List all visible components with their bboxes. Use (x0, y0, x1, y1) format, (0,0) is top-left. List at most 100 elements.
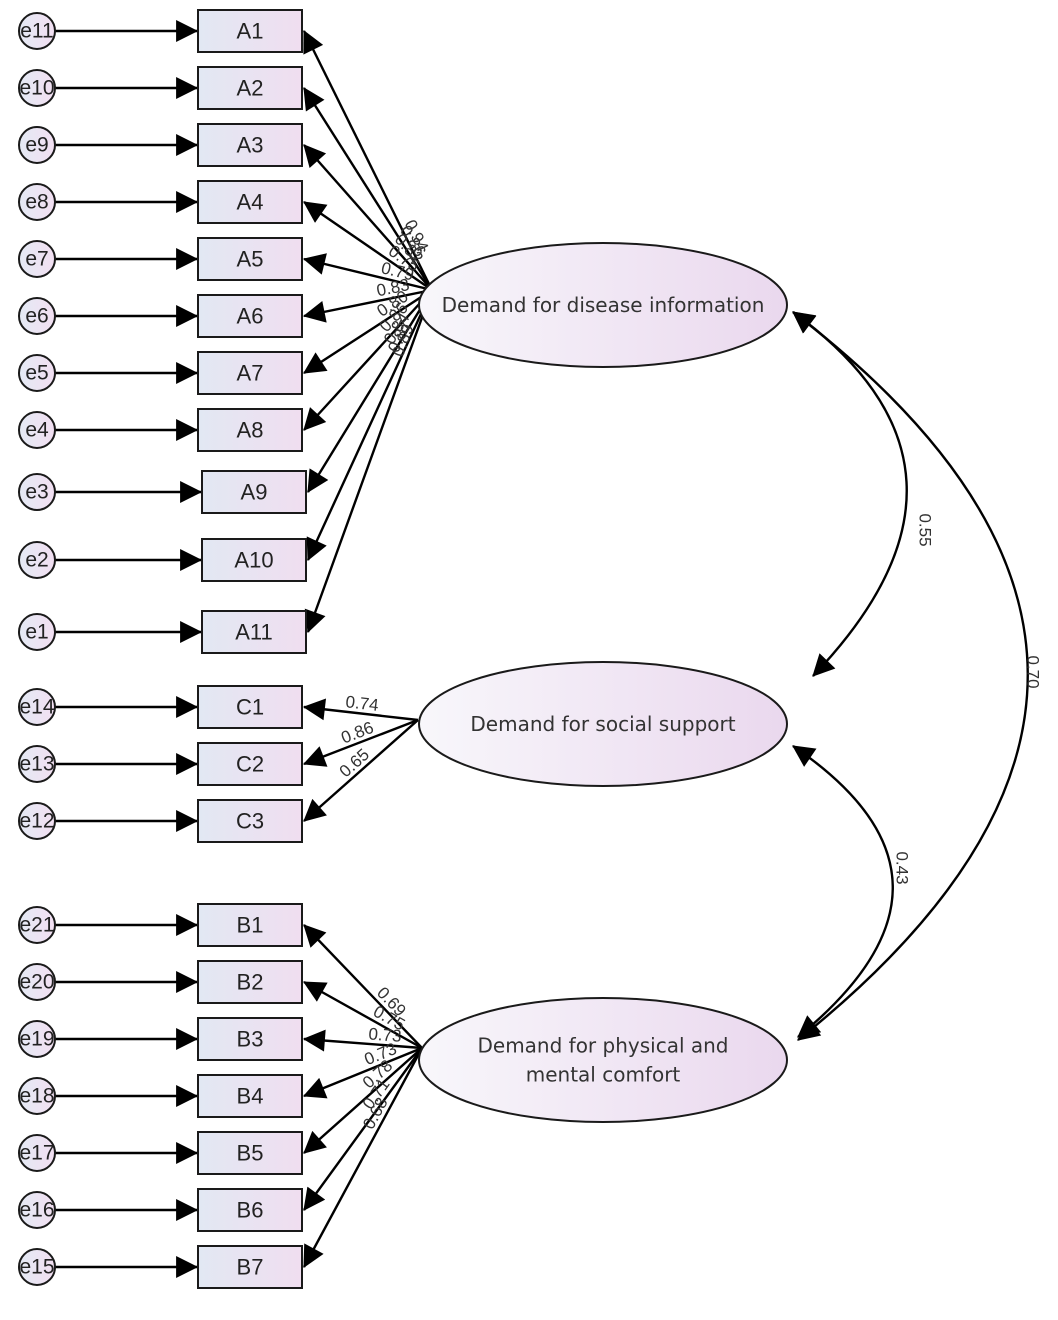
indicator-box (197, 123, 303, 167)
error-circle (18, 802, 56, 840)
error-term: e8 (18, 183, 56, 221)
error-circle (18, 906, 56, 944)
error-circle (18, 745, 56, 783)
error-label: e2 (25, 549, 48, 572)
indicator-box (201, 470, 307, 514)
error-term: e5 (18, 354, 56, 392)
error-label: e18 (19, 1085, 54, 1108)
indicator-box (197, 180, 303, 224)
error-circle (18, 411, 56, 449)
indicator-label: B1 (237, 913, 264, 938)
latent-C: Demand for social support (418, 661, 788, 787)
indicator-label: A7 (237, 361, 264, 386)
latent-label: Demand for disease information (442, 293, 765, 317)
indicator-label: A9 (241, 480, 268, 505)
indicator-B5: B5 (197, 1131, 303, 1175)
error-label: e20 (19, 971, 54, 994)
error-label: e6 (25, 305, 48, 328)
indicator-B4: B4 (197, 1074, 303, 1118)
latent-ellipse (418, 997, 788, 1123)
error-label: e7 (25, 248, 48, 271)
error-circle (18, 613, 56, 651)
indicator-box (197, 799, 303, 843)
loading-arrow (303, 924, 423, 1049)
indicator-label: C3 (236, 809, 264, 834)
indicator-C2: C2 (197, 742, 303, 786)
error-circle (18, 963, 56, 1001)
error-label: e21 (19, 914, 54, 937)
indicator-A10: A10 (201, 538, 307, 582)
error-circle (18, 1191, 56, 1229)
error-label: e16 (19, 1199, 54, 1222)
indicator-label: A10 (234, 548, 273, 573)
indicator-label: A5 (237, 247, 264, 272)
error-term: e1 (18, 613, 56, 651)
loading-arrow (302, 288, 433, 323)
indicator-label: A1 (237, 19, 264, 44)
loading-arrow (302, 87, 434, 291)
indicator-box (197, 1245, 303, 1289)
indicator-box (197, 1074, 303, 1118)
loading-arrow (302, 1047, 424, 1268)
indicator-box (197, 294, 303, 338)
indicator-box (197, 66, 303, 110)
error-circle (18, 297, 56, 335)
loading-arrow (302, 1029, 423, 1052)
error-term: e17 (18, 1134, 56, 1172)
latent-ellipse (418, 661, 788, 787)
loading-arrow (303, 719, 419, 822)
error-label: e17 (19, 1142, 54, 1165)
indicator-A1: A1 (197, 9, 303, 53)
indicator-A6: A6 (197, 294, 303, 338)
error-circle (18, 12, 56, 50)
latent-label: mental comfort (526, 1063, 681, 1087)
loading-arrow (303, 980, 423, 1050)
error-term: e14 (18, 688, 56, 726)
error-label: e14 (19, 696, 54, 719)
error-label: e11 (20, 20, 53, 43)
indicator-label: A8 (237, 418, 264, 443)
indicator-label: B4 (237, 1084, 264, 1109)
indicator-B1: B1 (197, 903, 303, 947)
indicator-A4: A4 (197, 180, 303, 224)
indicator-box (197, 1017, 303, 1061)
correlation-arc-c-b (792, 745, 894, 1038)
indicator-box (197, 742, 303, 786)
error-circle (18, 1077, 56, 1115)
error-term: e18 (18, 1077, 56, 1115)
error-term: e2 (18, 541, 56, 579)
indicator-A3: A3 (197, 123, 303, 167)
error-circle (18, 240, 56, 278)
error-label: e12 (19, 810, 54, 833)
loading-arrow (303, 289, 433, 431)
indicator-B7: B7 (197, 1245, 303, 1289)
indicator-A7: A7 (197, 351, 303, 395)
loading-arrow (302, 253, 433, 292)
indicator-label: A11 (235, 620, 273, 645)
error-label: e1 (25, 621, 48, 644)
loading-arrow (303, 144, 433, 291)
error-label: e9 (25, 134, 48, 157)
indicator-box (197, 1188, 303, 1232)
error-term: e9 (18, 126, 56, 164)
correlation-label: 0.70 (1024, 655, 1043, 688)
indicator-label: B5 (237, 1141, 264, 1166)
indicator-label: A2 (237, 76, 264, 101)
indicator-box (197, 351, 303, 395)
error-term: e20 (18, 963, 56, 1001)
indicator-box (197, 960, 303, 1004)
indicator-label: A3 (237, 133, 264, 158)
loading-arrow (302, 1046, 423, 1099)
error-term: e11 (18, 12, 56, 50)
error-term: e4 (18, 411, 56, 449)
error-circle (18, 126, 56, 164)
error-circle (18, 354, 56, 392)
loading-arrow (303, 1047, 423, 1154)
loading-arrow (302, 30, 434, 291)
correlation-arc-a-b (792, 311, 1029, 1041)
indicator-A11: A11 (201, 610, 307, 654)
indicator-label: B6 (237, 1198, 264, 1223)
error-term: e15 (18, 1248, 56, 1286)
